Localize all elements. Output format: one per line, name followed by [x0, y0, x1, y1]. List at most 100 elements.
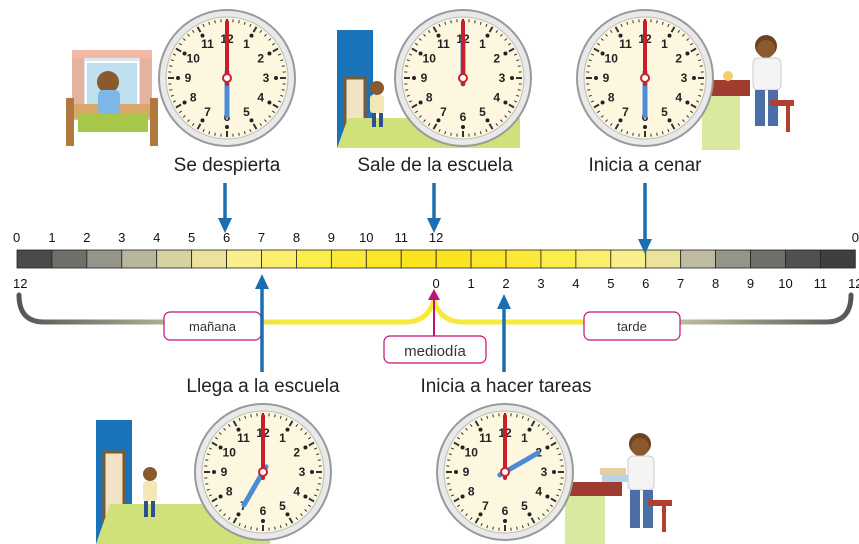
svg-text:10: 10: [605, 52, 619, 66]
timeline-top-label: 0: [852, 230, 859, 245]
timeline-top-label: 7: [258, 230, 265, 245]
svg-text:4: 4: [535, 485, 542, 499]
svg-text:6: 6: [502, 504, 509, 518]
timeline-bottom-label: 7: [677, 276, 684, 291]
arrow-dinner: [638, 183, 652, 254]
svg-text:1: 1: [521, 431, 528, 445]
timeline-cell: [191, 249, 227, 269]
svg-text:11: 11: [201, 37, 214, 51]
svg-text:9: 9: [185, 71, 192, 85]
timeline-top-label: 1: [48, 230, 55, 245]
svg-text:9: 9: [221, 465, 228, 479]
homework-scene-icon: [565, 433, 672, 544]
noon-arrow: [428, 289, 440, 336]
svg-text:7: 7: [622, 105, 629, 119]
timeline-cell: [400, 249, 437, 269]
svg-text:6: 6: [260, 504, 267, 518]
svg-text:10: 10: [223, 446, 237, 460]
timeline-cell: [330, 249, 367, 269]
timeline-top-label: 3: [118, 230, 125, 245]
svg-text:2: 2: [675, 52, 682, 66]
timeline-top-label: 0: [13, 230, 20, 245]
wake-scene-icon: [66, 50, 158, 146]
noon-pill: mediodía: [383, 335, 487, 364]
timeline-bottom-label: 4: [572, 276, 579, 291]
caption-arrive-school: Llega a la escuela: [186, 376, 340, 397]
svg-text:2: 2: [257, 52, 264, 66]
svg-text:5: 5: [661, 105, 668, 119]
svg-text:10: 10: [423, 52, 437, 66]
arrow-arrive-school: [255, 274, 269, 372]
timeline-cell: [715, 249, 751, 269]
svg-text:8: 8: [226, 485, 233, 499]
timeline-cell: [86, 249, 123, 269]
svg-text:6: 6: [460, 110, 467, 124]
caption-dinner: Inicia a cenar: [588, 155, 702, 176]
timeline-top-label: 11: [394, 230, 408, 245]
timeline-bottom-label: 3: [537, 276, 544, 291]
timeline-cell: [365, 249, 402, 269]
timeline-bottom-label: 1: [467, 276, 474, 291]
svg-text:11: 11: [237, 431, 250, 445]
caption-leave-school: Sale de la escuela: [357, 155, 513, 176]
timeline-cell: [296, 249, 332, 269]
svg-text:2: 2: [293, 446, 300, 460]
svg-text:11: 11: [619, 37, 632, 51]
timeline-top-label: 8: [293, 230, 300, 245]
svg-text:7: 7: [440, 105, 447, 119]
timeline-top-label: 5: [188, 230, 195, 245]
svg-text:9: 9: [421, 71, 428, 85]
svg-text:9: 9: [603, 71, 610, 85]
timeline-cell: [680, 249, 716, 269]
svg-text:9: 9: [463, 465, 470, 479]
timeline-cell: [505, 249, 542, 269]
timeline-cell: [121, 249, 158, 269]
svg-text:8: 8: [608, 91, 615, 105]
svg-text:5: 5: [243, 105, 250, 119]
timeline-bottom-label: 2: [502, 276, 509, 291]
morning-pill: mañana: [163, 311, 262, 341]
timeline-top-label: 9: [328, 230, 335, 245]
timeline-bottom-label: 10: [778, 276, 792, 291]
svg-text:8: 8: [468, 485, 475, 499]
timeline-bottom-label: 0: [433, 276, 440, 291]
noon-label: mediodía: [404, 343, 466, 360]
svg-text:10: 10: [465, 446, 479, 460]
timeline-top-label: 10: [359, 230, 373, 245]
timeline-cell: [750, 249, 786, 269]
timeline-cell: [226, 249, 262, 269]
svg-text:3: 3: [299, 465, 306, 479]
timeline-cell: [819, 249, 856, 269]
svg-text:4: 4: [293, 485, 300, 499]
afternoon-pill: tarde: [583, 311, 681, 341]
timeline-top-label: 4: [153, 230, 160, 245]
timeline-top-label: 12: [429, 230, 443, 245]
caption-homework: Inicia a hacer tareas: [420, 376, 591, 397]
timeline-cell: [785, 249, 821, 269]
timeline-cell: [610, 249, 647, 269]
timeline-cell: [645, 249, 682, 269]
timeline-bottom-label: 5: [607, 276, 614, 291]
svg-text:5: 5: [279, 499, 286, 513]
svg-text:11: 11: [437, 37, 450, 51]
timeline-cell: [435, 249, 472, 269]
svg-text:1: 1: [661, 37, 668, 51]
svg-text:3: 3: [541, 465, 548, 479]
svg-text:8: 8: [190, 91, 197, 105]
svg-text:1: 1: [279, 431, 286, 445]
svg-text:2: 2: [493, 52, 500, 66]
timeline-bottom-label: 8: [712, 276, 719, 291]
svg-text:5: 5: [521, 499, 528, 513]
timeline-bottom-label: 12: [13, 276, 27, 291]
svg-text:4: 4: [257, 91, 264, 105]
timeline-bottom-label: 11: [814, 276, 828, 291]
timeline-cell: [16, 249, 53, 269]
timeline-top-label: 2: [83, 230, 90, 245]
timeline-cell: [540, 249, 577, 269]
